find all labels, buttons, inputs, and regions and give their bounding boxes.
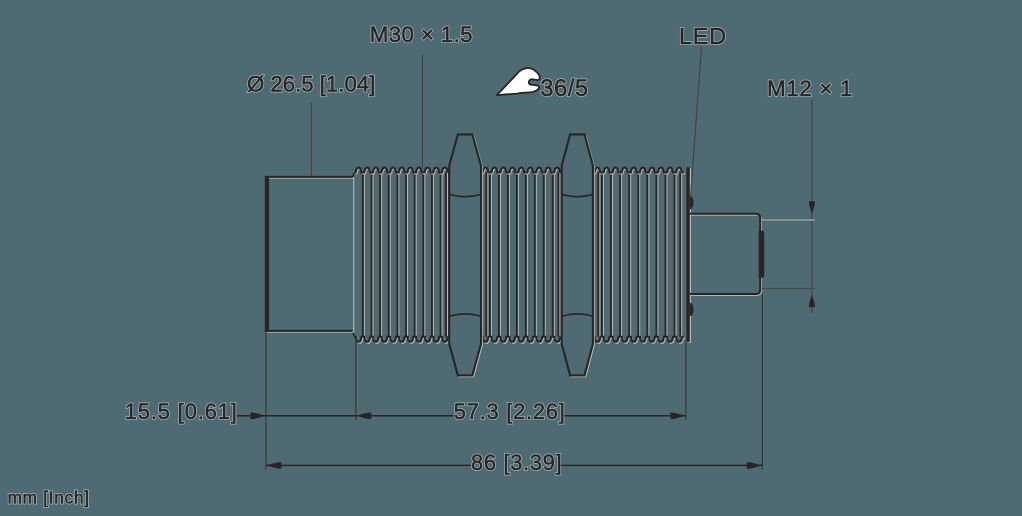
svg-text:15.5 [0.61]: 15.5 [0.61]: [125, 399, 238, 424]
svg-text:M30 × 1.5: M30 × 1.5: [370, 22, 473, 47]
svg-text:36/5: 36/5: [540, 75, 589, 102]
svg-text:86 [3.39]: 86 [3.39]: [471, 450, 562, 475]
svg-text:LED: LED: [679, 23, 727, 49]
svg-text:M12 × 1: M12 × 1: [767, 76, 853, 101]
svg-text:86 [3.39]: 86 [3.39]: [471, 450, 562, 475]
svg-text:Ø 26.5 [1.04]: Ø 26.5 [1.04]: [247, 72, 375, 97]
svg-text:M30 × 1.5: M30 × 1.5: [370, 22, 473, 47]
svg-text:Ø 26.5 [1.04]: Ø 26.5 [1.04]: [247, 72, 375, 97]
svg-text:36/5: 36/5: [540, 75, 589, 102]
svg-text:57.3 [2.26]: 57.3 [2.26]: [454, 399, 566, 424]
svg-text:15.5 [0.61]: 15.5 [0.61]: [125, 399, 238, 424]
svg-text:M12 × 1: M12 × 1: [767, 76, 853, 101]
svg-text:mm [Inch]: mm [Inch]: [8, 487, 90, 507]
svg-text:57.3 [2.26]: 57.3 [2.26]: [454, 399, 566, 424]
svg-text:mm [Inch]: mm [Inch]: [8, 487, 90, 507]
svg-text:LED: LED: [679, 23, 727, 49]
